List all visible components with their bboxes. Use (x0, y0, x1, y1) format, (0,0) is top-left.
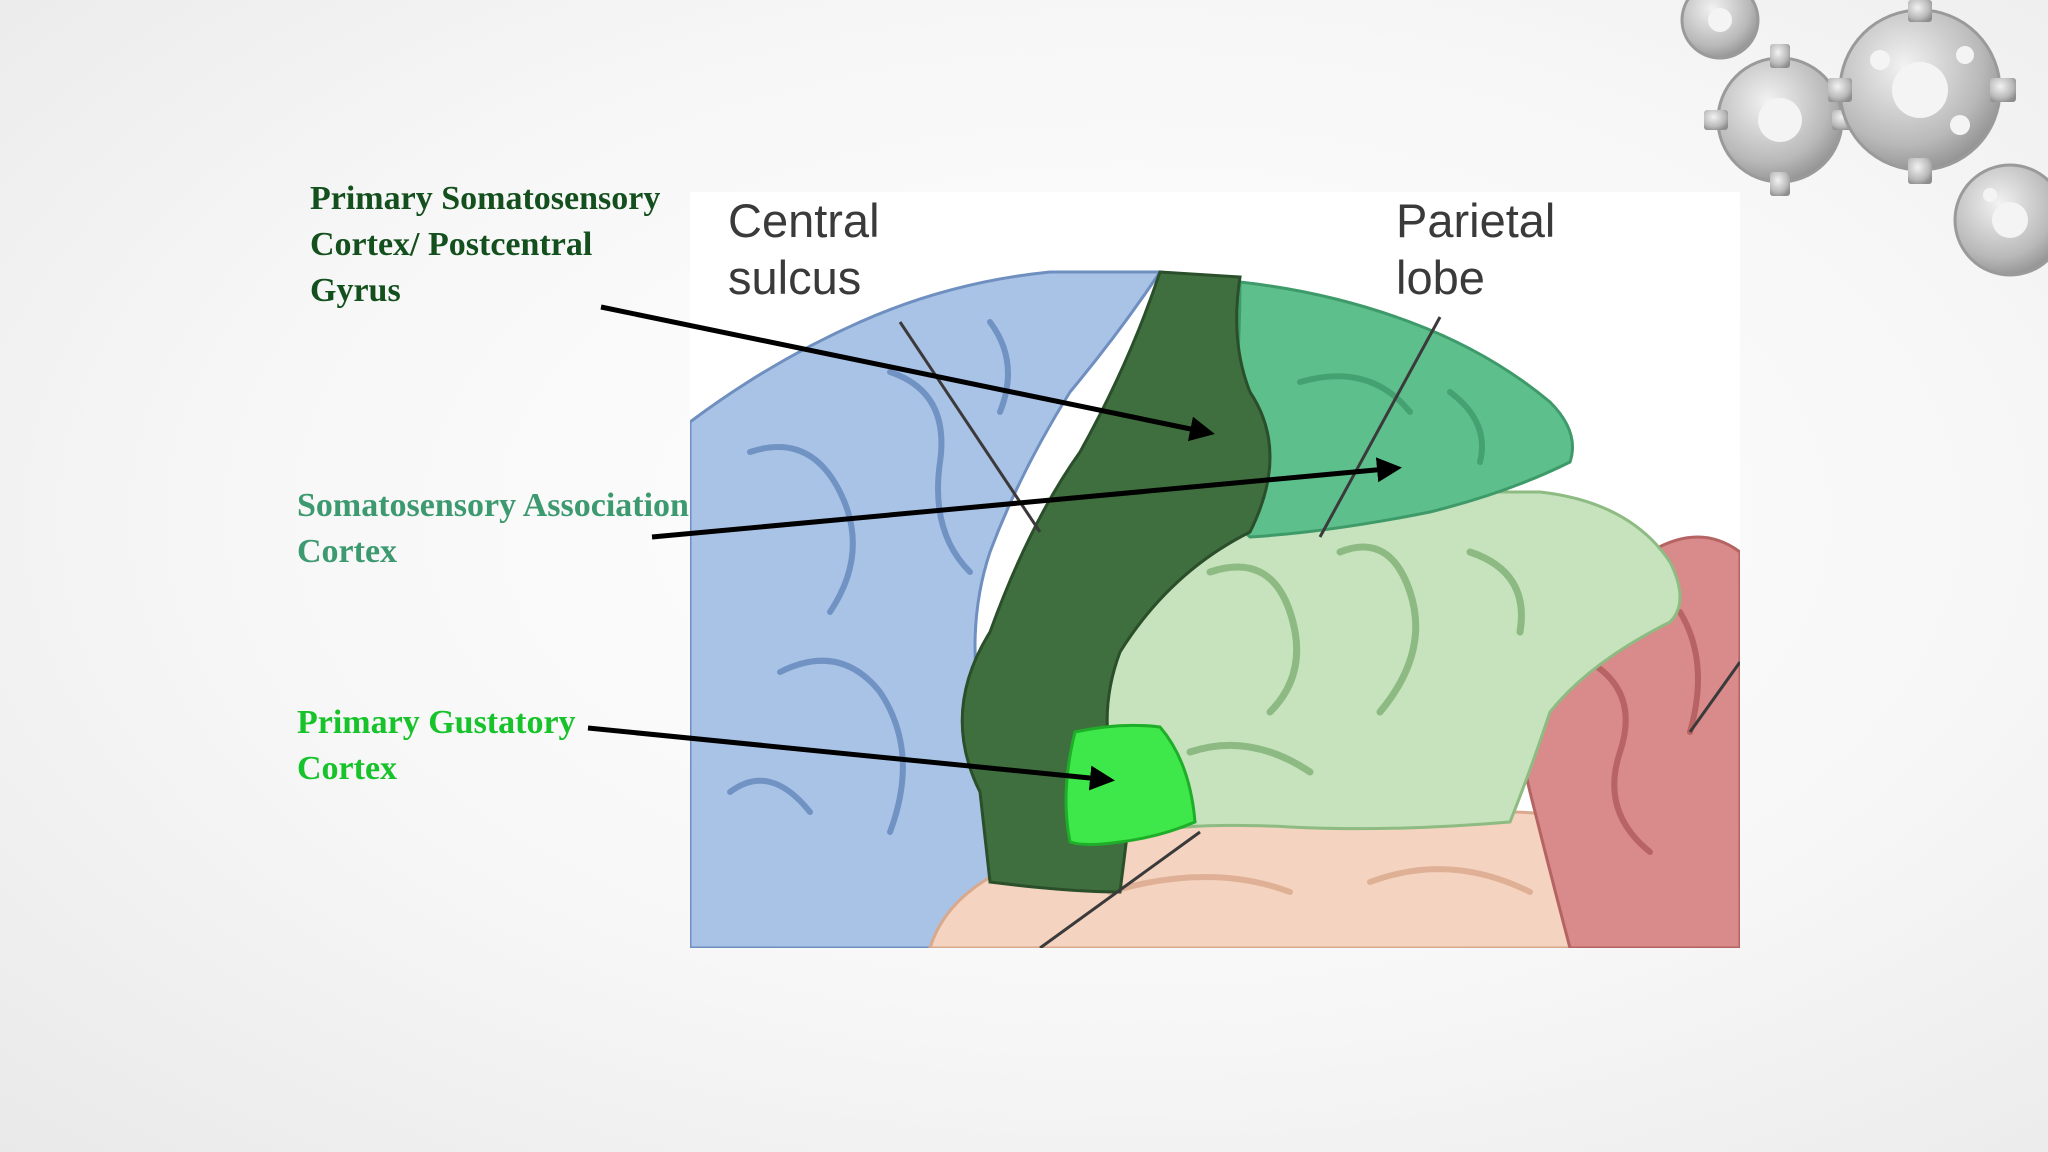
label-line: Primary Somatosensory (310, 180, 661, 217)
label-line: Cortex (297, 750, 398, 787)
central-sulcus-label-line1: Central (728, 194, 880, 247)
gear-icon (1704, 44, 1856, 196)
parietal-lobe-label-line2: lobe (1396, 251, 1485, 304)
gear-icon (1828, 0, 2016, 184)
label-line: Cortex (297, 533, 398, 570)
lateral-sulcus-pointer (1039, 830, 1201, 948)
brain-diagram: Central sulcus Parietal lobe (690, 192, 1740, 948)
central-sulcus-label-line2: sulcus (728, 251, 861, 304)
gear-icon (1953, 163, 2048, 277)
decorative-gears (1680, 0, 2048, 277)
parietal-lobe-label-line1: Parietal (1396, 194, 1555, 247)
occipital-pointer (1688, 661, 1740, 733)
label-line: Primary Gustatory (297, 704, 576, 741)
somatosensory-cortex-label: Primary Somatosensory Cortex/ Postcentra… (310, 176, 660, 314)
label-line: Cortex/ Postcentral (310, 226, 593, 263)
association-cortex-label: Somatosensory Association Cortex (297, 483, 689, 575)
label-line: Gyrus (310, 272, 401, 309)
label-line: Somatosensory Association (297, 487, 689, 524)
gear-icon (1680, 0, 1760, 60)
gustatory-cortex-label: Primary Gustatory Cortex (297, 700, 576, 792)
